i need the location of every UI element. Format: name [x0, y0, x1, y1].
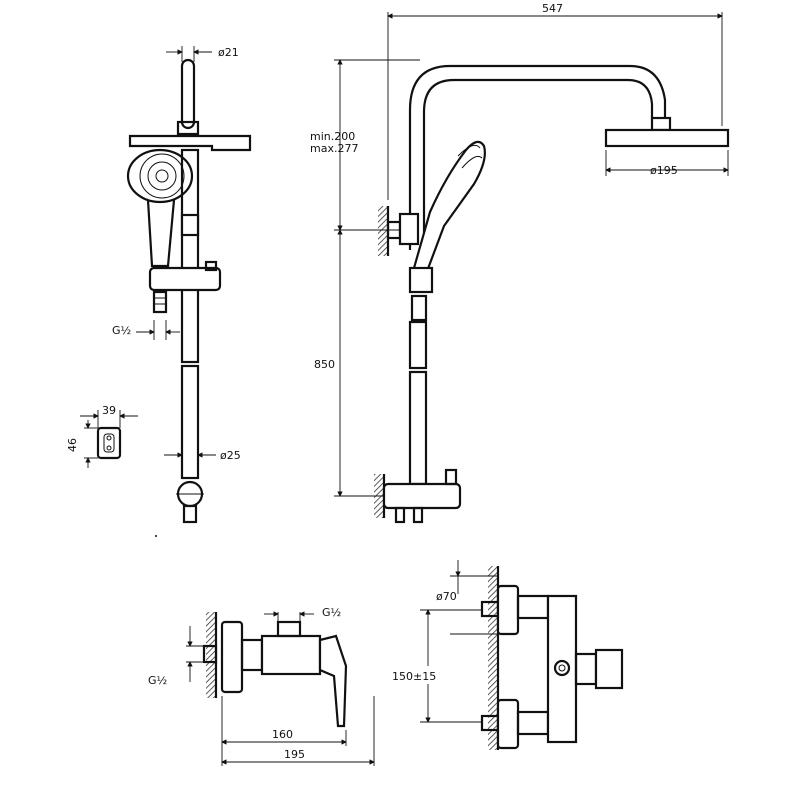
dim-d70: ø70	[436, 560, 498, 635]
mixer-front-view	[480, 566, 624, 750]
column-side-view	[126, 58, 252, 524]
dim-g12-mixer-top: G½	[264, 606, 341, 622]
dim-g12-mixer-left: G½	[148, 626, 204, 687]
dim-mixer-widths: 160 195	[221, 696, 375, 766]
label-g12-mixer-left: G½	[148, 674, 167, 687]
column-front-view	[374, 64, 730, 524]
label-d70: ø70	[436, 590, 457, 603]
label-w39: 39	[102, 404, 116, 417]
label-min200: min.200	[310, 130, 355, 143]
label-d195-head: ø195	[650, 164, 678, 177]
dim-d195-head: ø195	[605, 150, 729, 177]
dim-h150: 150±15	[392, 609, 482, 723]
label-h46: 46	[66, 438, 79, 452]
dim-d25: ø25	[164, 449, 241, 462]
dim-height: min.200 max.277 850	[310, 59, 420, 497]
dim-d21: ø21	[166, 46, 239, 62]
label-g12-mixer-top: G½	[322, 606, 341, 619]
dim-g12-left: G½	[112, 320, 180, 340]
mixer-side-view	[202, 612, 348, 728]
label-max277: max.277	[310, 142, 358, 155]
label-w160: 160	[272, 728, 293, 741]
dim-w547: 547	[387, 2, 723, 200]
label-w195-mixer: 195	[284, 748, 305, 761]
label-h850: 850	[314, 358, 335, 371]
hand-shower-front-icon	[412, 140, 486, 276]
label-d25: ø25	[220, 449, 241, 462]
stray-dot	[155, 535, 157, 537]
label-g12-left: G½	[112, 324, 131, 337]
label-d21: ø21	[218, 46, 239, 59]
label-w547: 547	[542, 2, 563, 15]
head-shower-icon	[604, 116, 730, 148]
bracket-detail: 39 46	[66, 404, 138, 468]
hand-shower-icon	[126, 148, 194, 268]
label-h150: 150±15	[392, 670, 436, 683]
